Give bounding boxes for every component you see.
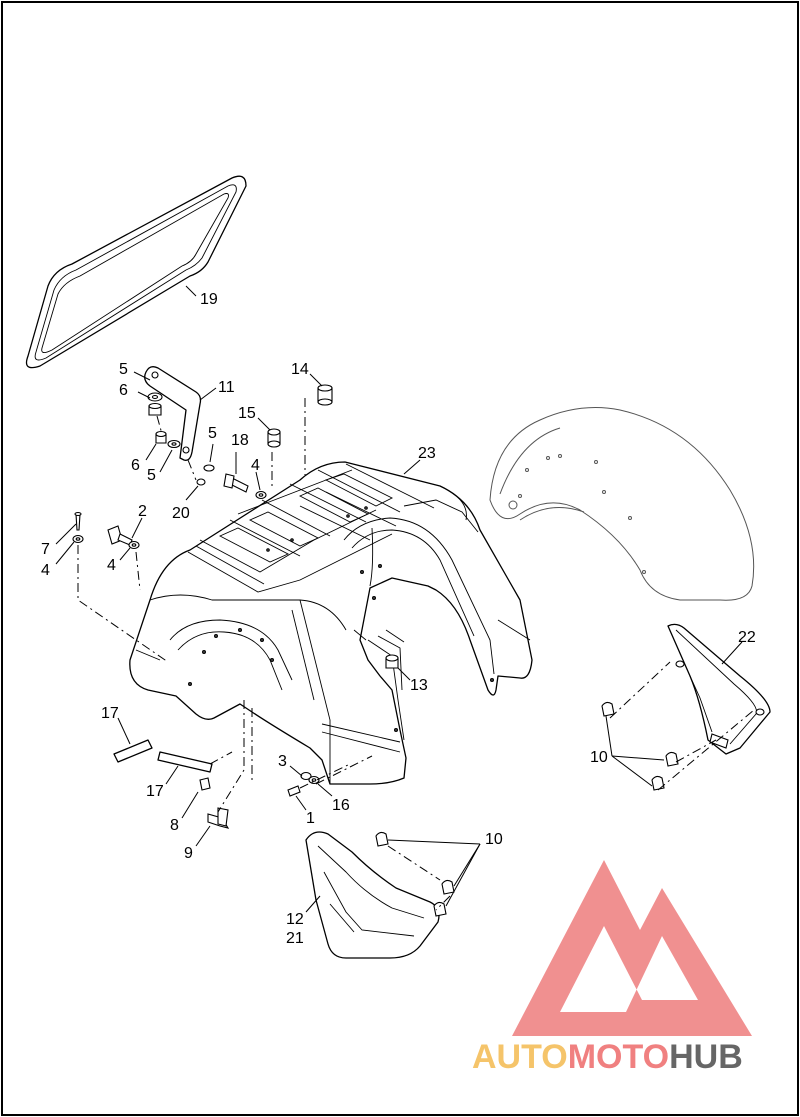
- callout-14: 14: [291, 361, 309, 378]
- callout-11: 11: [218, 379, 235, 396]
- callout-5-b: 5: [208, 425, 217, 442]
- part-17-strips: [113, 739, 213, 773]
- part-22-trim: [667, 623, 771, 755]
- callout-9: 9: [184, 845, 193, 862]
- part-8-clip: [199, 777, 211, 791]
- hardware-lower-mid: [287, 771, 320, 797]
- triangle-logo-icon: [512, 860, 752, 1036]
- watermark-hub: HUB: [669, 1038, 743, 1076]
- callout-17: 17: [101, 705, 119, 722]
- callout-10-b: 10: [485, 831, 503, 848]
- part-11-bracket: [144, 366, 202, 461]
- callout-8: 8: [170, 817, 179, 834]
- callout-4-c: 4: [107, 557, 116, 574]
- callout-19: 19: [200, 291, 218, 308]
- callout-22: 22: [738, 629, 756, 646]
- rear-fender: [489, 407, 755, 601]
- callout-13: 13: [410, 677, 428, 694]
- part-13-nut: [385, 654, 399, 669]
- part-12-cover: [305, 831, 440, 959]
- part-15-spacer: [267, 428, 281, 448]
- callout-4: 4: [251, 457, 260, 474]
- callout-7: 7: [41, 541, 50, 558]
- callout-6-b: 6: [131, 457, 140, 474]
- callout-16: 16: [332, 797, 350, 814]
- callout-15: 15: [238, 405, 256, 422]
- hardware-left-screws: [72, 511, 140, 550]
- hardware-mid-stack: [196, 464, 267, 500]
- part-10-pins-lower: [375, 831, 455, 917]
- callout-17-b: 17: [146, 783, 164, 800]
- callout-2: 2: [138, 503, 147, 520]
- svg-text:AUTOMOTOHUB: AUTOMOTOHUB: [472, 1038, 743, 1076]
- callout-labels: 19 5 6 11 14 15 5 18 6 5 4 23 20 2 7 4 4…: [41, 291, 756, 947]
- watermark-moto: MOTO: [568, 1038, 669, 1076]
- callout-6: 6: [119, 382, 128, 399]
- callout-23: 23: [418, 445, 436, 462]
- part-23-housing: [129, 461, 533, 785]
- callout-4-b: 4: [41, 562, 50, 579]
- callout-21: 21: [286, 930, 304, 947]
- callout-12: 12: [286, 911, 304, 928]
- callout-18: 18: [231, 432, 249, 449]
- part-14-spacer: [317, 384, 333, 406]
- callout-1: 1: [306, 810, 315, 827]
- callout-5-c: 5: [147, 467, 156, 484]
- part-10-pins-right: [601, 701, 679, 791]
- callout-20: 20: [172, 505, 190, 522]
- assembly-centerlines: [77, 398, 755, 911]
- watermark-auto: AUTO: [472, 1038, 568, 1076]
- part-9-bracket: [207, 807, 230, 829]
- callout-10: 10: [590, 749, 608, 766]
- callout-5: 5: [119, 361, 128, 378]
- callout-3: 3: [278, 753, 287, 770]
- part-19-seal: [25, 175, 247, 369]
- watermark-logo: AUTOMOTOHUB: [472, 860, 752, 1076]
- leader-lines: [55, 285, 743, 913]
